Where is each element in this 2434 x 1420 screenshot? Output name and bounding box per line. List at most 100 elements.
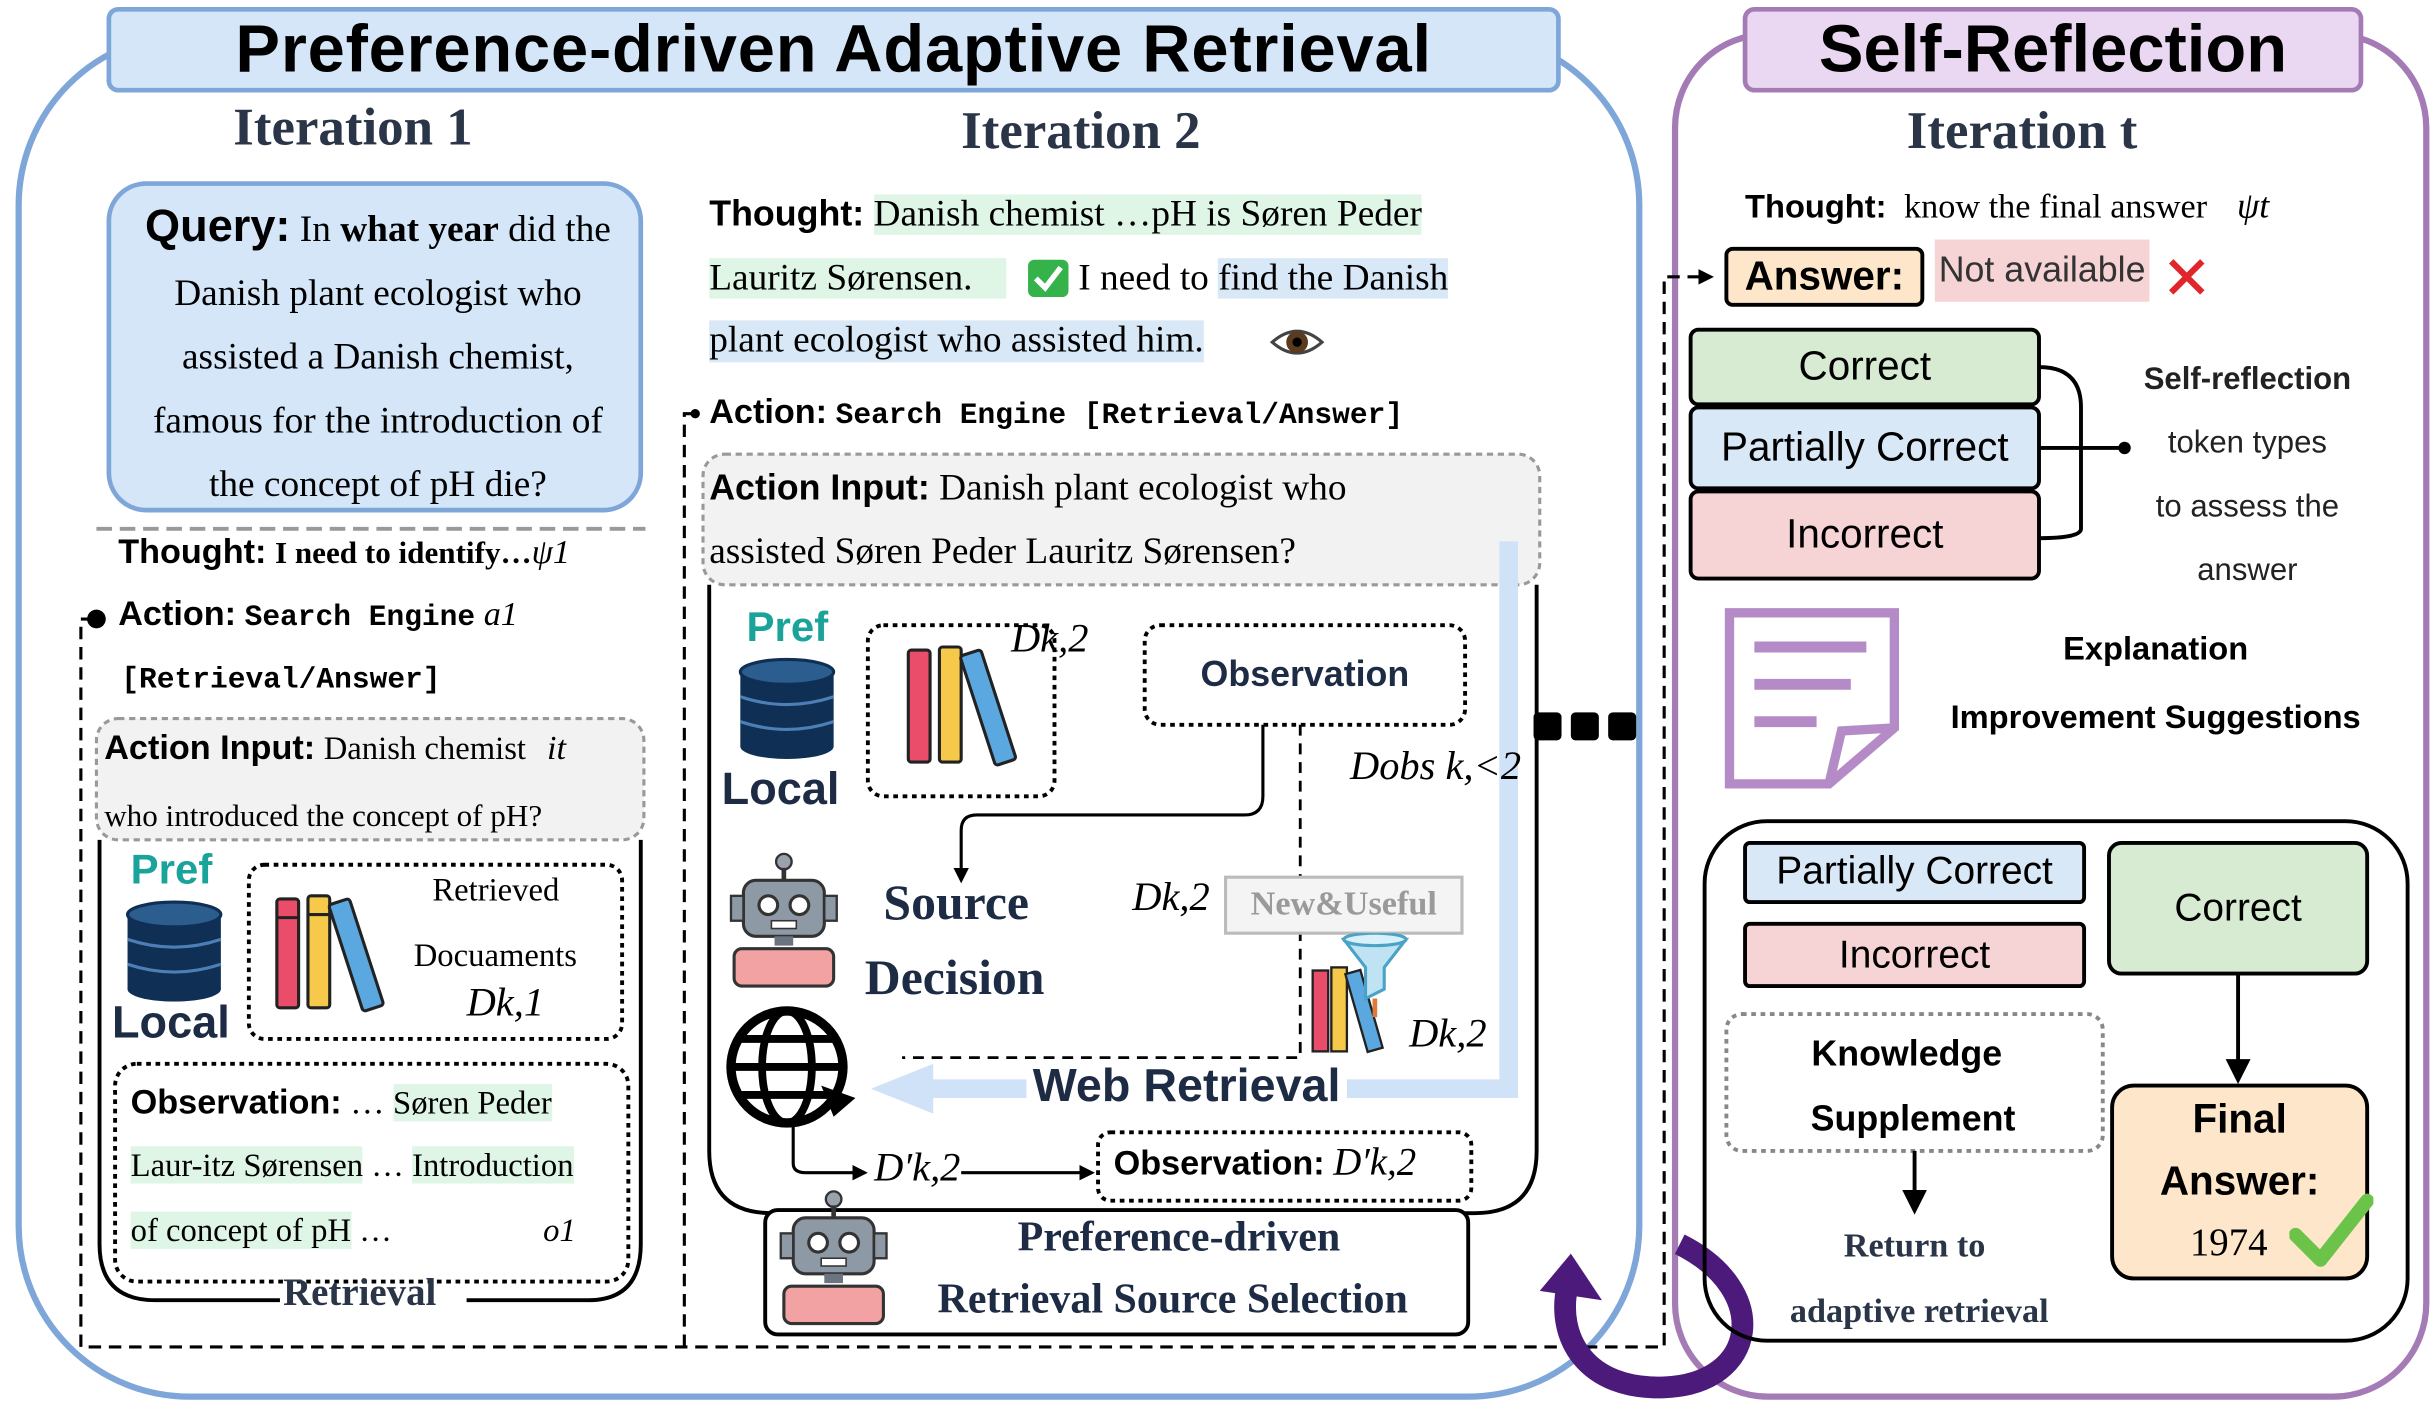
query-bold: what year xyxy=(340,209,499,251)
local-docs-box xyxy=(865,623,1057,799)
action-input-box-1 xyxy=(94,716,646,842)
observation-3: Observation: D′k,2 xyxy=(1114,1142,1417,1186)
action-input-1-text: Danish chemist xyxy=(323,729,527,767)
action-input-box-2 xyxy=(701,452,1542,587)
retrieval-label: Retrieval xyxy=(283,1272,437,1315)
token-incorrect xyxy=(1688,489,2041,581)
thought-t: Thought: know the final answer ψt xyxy=(1745,187,2269,227)
retrieved-line2: Docuaments xyxy=(413,936,577,974)
action-input-1-label: Action Input: xyxy=(104,727,316,767)
dk2-right: Dk,2 xyxy=(1409,1010,1487,1057)
return-line1: Return to xyxy=(1843,1225,1986,1265)
observation-1-part3: Introduction xyxy=(412,1146,574,1184)
query-text: Query: In what year did the Danish plant… xyxy=(121,196,634,518)
reflection-title-box xyxy=(1742,6,2364,93)
query-line4: famous for the introduction of xyxy=(152,401,603,442)
funnel-icon xyxy=(1311,933,1410,1054)
thought-1-sym: ψ1 xyxy=(531,531,570,571)
check-icon xyxy=(2289,1193,2374,1267)
bottom-incorrect xyxy=(1743,921,2087,989)
check-icon xyxy=(1028,259,1069,298)
reflection-title: Self-Reflection xyxy=(1818,12,2288,88)
obs-to-decision-arrow xyxy=(953,724,1265,884)
token-desc-3: to assess the xyxy=(2155,489,2340,525)
observation-1-part2: Laur-itz Sørensen xyxy=(130,1146,364,1184)
action-2: Action: Search Engine [Retrieval/Answer] xyxy=(709,392,1403,432)
answer-value: Not available xyxy=(1938,248,2146,290)
local-label-1: Local xyxy=(111,998,230,1049)
retrieval-title-box xyxy=(106,6,1561,93)
thought-2-part3: find the Danish xyxy=(1218,258,1449,299)
cross-icon xyxy=(2168,259,2205,295)
final-value: 1974 xyxy=(2189,1222,2268,1265)
dprime-label: D′k,2 xyxy=(874,1144,961,1190)
query-line1-end: did the xyxy=(508,209,611,251)
bottom-partial xyxy=(1743,841,2087,905)
iteration-2-heading: Iteration 2 xyxy=(961,102,1201,161)
token-desc: Self-reflection token types to assess th… xyxy=(2131,348,2364,603)
pref-label-1: Pref xyxy=(130,846,213,893)
return-line2: adaptive retrieval xyxy=(1789,1290,2049,1330)
ellipsis-dot-2 xyxy=(1570,712,1599,741)
observation-label-2: Observation xyxy=(1200,653,1410,694)
token-desc-1: Self-reflection xyxy=(2143,362,2352,397)
retrieval-title: Preference-driven Adaptive Retrieval xyxy=(235,12,1432,88)
new-useful-box xyxy=(1224,875,1464,935)
database-icon xyxy=(125,900,223,1002)
pref-label-2: Pref xyxy=(746,603,829,651)
final-answer-box xyxy=(2110,1083,2370,1281)
pref-selection-box xyxy=(763,1208,1471,1337)
local-label-2: Local xyxy=(721,765,840,815)
observation-1-label: Observation: xyxy=(130,1082,342,1122)
observation-1-part4: of concept of pH xyxy=(130,1211,352,1249)
ellipsis-dot-1 xyxy=(1533,712,1562,741)
action-1-sym: a1 xyxy=(483,594,518,634)
retrieved-docs-box xyxy=(246,862,625,1041)
new-useful-label: New&Useful xyxy=(1250,883,1437,923)
thought-2-row1: Thought: Danish chemist …pH is Søren Ped… xyxy=(709,193,1422,237)
dk2-mid: Dk,2 xyxy=(1132,874,1210,920)
pref-selection-line2: Retrieval Source Selection xyxy=(937,1275,1408,1323)
action-input-1: Action Input: Danish chemist it xyxy=(104,728,566,768)
source-decision-line2: Decision xyxy=(864,948,1045,1005)
observation-1-sym: o1 xyxy=(543,1211,576,1249)
iteration-1-heading: Iteration 1 xyxy=(233,99,473,158)
query-line2: Danish plant ecologist who xyxy=(174,273,582,315)
thought-2-part2: Lauritz Sørensen. xyxy=(709,258,1007,299)
action-1-text: Search Engine xyxy=(244,600,476,635)
retrieved-sym: Dk,1 xyxy=(466,979,545,1025)
evaluation-box xyxy=(1702,819,2410,1343)
web-retrieval-arrowhead xyxy=(870,1063,934,1114)
observation-box-1 xyxy=(113,1061,631,1284)
retrieval-box xyxy=(97,839,643,1303)
bottom-incorrect-label: Incorrect xyxy=(1838,933,1991,977)
observation-1-dots: … xyxy=(350,1082,385,1122)
thought-2-mid: I need to xyxy=(1078,258,1209,299)
bracket-dot xyxy=(2118,441,2131,455)
globe-icon xyxy=(726,1006,856,1128)
action-2-text: Search Engine [Retrieval/Answer] xyxy=(835,398,1404,433)
thought-1-text: I need to identify… xyxy=(274,536,532,571)
robot-icon xyxy=(779,1190,888,1326)
frame-dot xyxy=(87,609,106,629)
dobs-label: Dobs k,<2 xyxy=(1350,743,1522,789)
action-input-1-sym: it xyxy=(547,727,567,767)
not-available-highlight xyxy=(1934,239,2150,302)
loop-arrow-icon xyxy=(1554,1234,1754,1399)
improvement-label: Improvement Suggestions xyxy=(1950,699,2361,736)
explanation-label: Explanation xyxy=(2063,631,2249,668)
action-input-2: Action Input: Danish plant ecologist who xyxy=(709,467,1346,511)
query-line5: the concept of pH die? xyxy=(208,465,547,506)
observation-1-row2: Laur-itz Sørensen … Introduction xyxy=(130,1146,574,1185)
action-1-line2: [Retrieval/Answer] xyxy=(121,662,441,697)
knowledge-line1: Knowledge xyxy=(1811,1032,2003,1074)
token-incorrect-label: Incorrect xyxy=(1786,510,1944,557)
thought-2-part1: Danish chemist …pH is Søren Peder xyxy=(873,194,1422,235)
observation-3-label: Observation: xyxy=(1113,1143,1325,1183)
thought-1: Thought: I need to identify…ψ1 xyxy=(118,532,570,572)
database-icon xyxy=(738,657,836,759)
token-partial-label: Partially Correct xyxy=(1720,423,2009,470)
action-input-1-line2: who introduced the concept of pH? xyxy=(104,799,543,834)
document-icon xyxy=(1724,608,1900,789)
thought-2-row2: Lauritz Sørensen. I need to find the Dan… xyxy=(709,258,1449,300)
